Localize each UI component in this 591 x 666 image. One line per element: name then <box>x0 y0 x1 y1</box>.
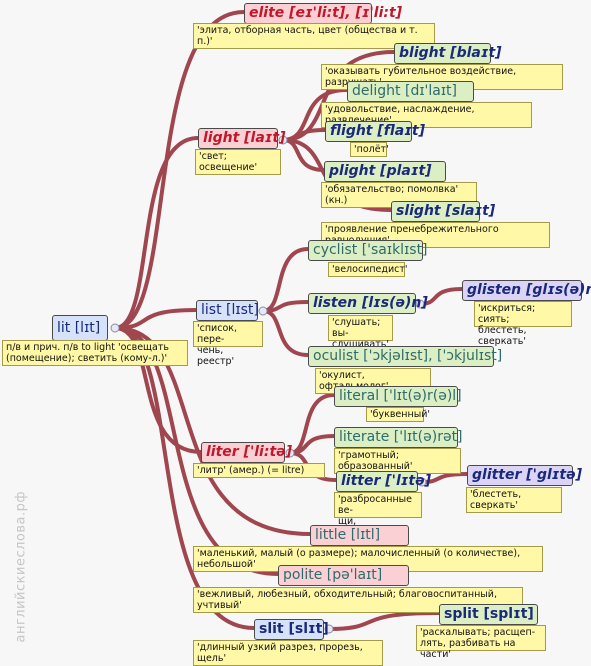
collapse-knob[interactable] <box>285 448 295 458</box>
node-oculist[interactable]: oculist ['ɔkjəlɪst], ['ɔkjulɪst] <box>308 346 502 367</box>
note-split: 'раскалывать; расщеп- лять, разбивать на… <box>416 625 546 660</box>
note-glitter: 'блестеть, сверкать' <box>466 487 562 513</box>
node-split[interactable]: split [splɪt] <box>439 604 538 625</box>
collapse-knob[interactable] <box>324 624 334 634</box>
note-cyclist: 'велосипедист' <box>328 262 408 277</box>
node-slight[interactable]: slight [slaɪt] <box>391 201 495 222</box>
node-light[interactable]: light [laɪt] <box>198 128 286 149</box>
node-glitter[interactable]: glitter ['glɪtə] <box>467 465 582 486</box>
node-little[interactable]: little [lɪtl] <box>310 525 409 546</box>
edge-litter-glitter <box>420 472 469 484</box>
node-litter[interactable]: litter ['lɪtə] <box>336 471 431 492</box>
note-glisten: 'искриться; сиять; блестеть, сверкать' <box>474 301 572 347</box>
node-flight[interactable]: flight [flaɪt] <box>325 121 425 142</box>
edge-list-oculist <box>261 309 310 357</box>
note-list: 'список, пере- чень, реестр' <box>193 321 263 367</box>
node-slit[interactable]: slit [slɪt] <box>254 619 329 640</box>
edge-lit-little <box>113 326 312 536</box>
node-lit[interactable]: lit [lɪt] <box>52 315 108 341</box>
note-listen: 'слушать; вы- слушивать' <box>328 315 393 350</box>
node-blight[interactable]: blight [blaɪt] <box>394 43 502 64</box>
node-elite[interactable]: elite [eɪ'li:t], [ɪ'li:t] <box>244 3 402 24</box>
node-literal[interactable]: literal ['lɪt(ə)r(ə)l] <box>334 386 462 407</box>
edge-liter-literate <box>288 434 336 455</box>
note-literate: 'грамотный; образованный' <box>334 448 461 474</box>
edge-slit-split <box>327 611 441 631</box>
node-glisten[interactable]: glisten [glɪs(ə)n] <box>462 280 591 301</box>
edge-lit-light <box>113 136 200 330</box>
node-delight[interactable]: delight [dɪ'laɪt] <box>347 81 474 102</box>
collapse-knob[interactable] <box>110 323 120 333</box>
note-slit: 'длинный узкий разрез, прорезь, щель' <box>193 640 383 666</box>
edge-list-cyclist <box>261 247 310 313</box>
note-liter: 'литр' (амер.) (= litre) <box>193 463 325 478</box>
note-delight: 'удовольствие, наслаждение, развлечение' <box>321 102 532 128</box>
edge-liter-literal <box>288 393 336 455</box>
collapse-knob[interactable] <box>278 135 288 145</box>
note-litter: 'разбросанные ве- щи, беспорядок' <box>334 492 422 538</box>
node-cyclist[interactable]: cyclist ['saɪklɪst] <box>308 240 428 261</box>
node-literate[interactable]: literate ['lɪt(ə)rət] <box>334 427 463 448</box>
collapse-knob[interactable] <box>415 299 425 309</box>
node-list[interactable]: list [lɪst] <box>196 300 259 321</box>
node-liter[interactable]: liter ['li:tə] <box>201 442 292 463</box>
collapse-knob[interactable] <box>258 306 268 316</box>
note-lit: п/в и прич. п/в to light 'освещать (поме… <box>2 340 188 366</box>
note-light: 'свет; освещение' <box>195 149 281 175</box>
note-polite: 'вежливый, любезный, обходительный; благ… <box>193 587 523 613</box>
note-literal: 'буквенный' <box>366 407 430 422</box>
site-watermark: английскиеслова.рф <box>13 491 29 643</box>
edge-listen-glisten <box>418 287 464 306</box>
node-plight[interactable]: plight [plaɪt] <box>324 161 446 182</box>
collapse-knob[interactable] <box>417 477 427 487</box>
node-listen[interactable]: listen [lɪs(ə)n] <box>308 293 428 314</box>
node-polite[interactable]: polite [pə'laɪt] <box>278 565 409 586</box>
note-flight: 'полёт' <box>350 142 389 157</box>
